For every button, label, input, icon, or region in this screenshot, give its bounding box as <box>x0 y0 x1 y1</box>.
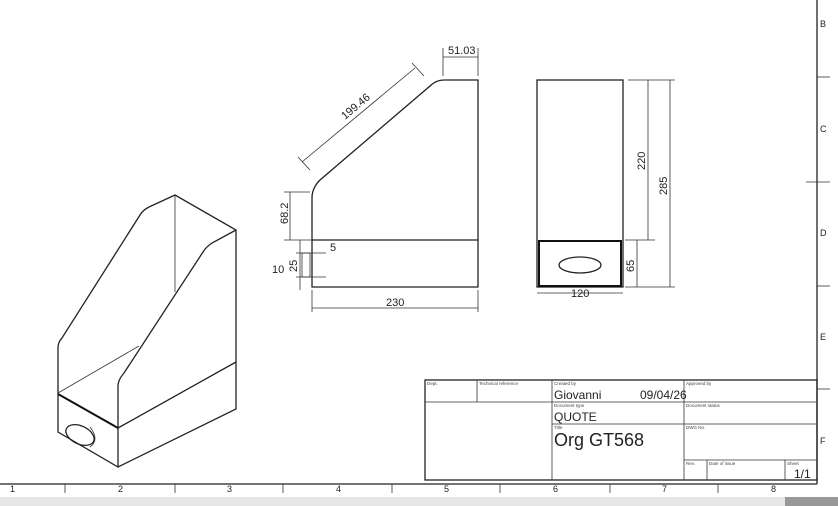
created-by-label: Created by <box>554 381 577 386</box>
sheet-number: 1/1 <box>794 467 811 481</box>
dim-drawer-height: 65 <box>625 260 637 272</box>
column-label: 2 <box>118 484 123 494</box>
column-label: 1 <box>10 484 15 494</box>
dim-offset: 5 <box>330 242 336 254</box>
row-label: B <box>820 19 826 29</box>
created-by: Giovanni <box>554 388 601 402</box>
approved-by-label: Approved by <box>686 381 712 386</box>
row-label: F <box>820 436 826 446</box>
dwg-no-label: DWG No. <box>686 425 705 430</box>
sheet-label: Sheet <box>787 461 800 466</box>
dim-length: 230 <box>386 297 404 309</box>
column-label: 8 <box>771 484 776 494</box>
dept-label: Dept. <box>427 381 438 386</box>
date: 09/04/26 <box>640 388 687 402</box>
dim-slot-offset: 10 <box>272 264 284 276</box>
drawer-handle <box>558 256 602 274</box>
bottom-strip <box>0 497 838 506</box>
doc-type-label: Document type <box>554 403 585 408</box>
scrollbar-thumb[interactable] <box>785 497 838 506</box>
tech-ref-label: Technical reference <box>479 381 519 386</box>
doc-status-label: Document status <box>686 403 721 408</box>
title-block: Dept. Technical reference Created by Gio… <box>424 379 818 481</box>
dim-total-height: 285 <box>658 177 670 195</box>
column-label: 7 <box>662 484 667 494</box>
side-view: 51.03 199.46 68.2 5 25 10 230 <box>272 45 479 312</box>
column-label: 5 <box>444 484 449 494</box>
column-label: 6 <box>553 484 558 494</box>
title-label: Title <box>554 425 563 430</box>
row-label: C <box>820 124 827 134</box>
isometric-view <box>57 194 237 468</box>
doc-type: QUOTE <box>554 410 597 424</box>
date-of-issue-label: Date of issue <box>709 461 736 466</box>
drawing-title: Org GT568 <box>554 430 644 450</box>
dim-top-width: 51.03 <box>448 45 476 57</box>
dim-width: 120 <box>571 288 589 300</box>
front-view: 220 285 65 120 <box>536 79 675 300</box>
drawing-frame: 1 2 3 4 5 6 7 8 B C D E F <box>0 0 830 494</box>
row-label: E <box>820 332 826 342</box>
column-label: 3 <box>227 484 232 494</box>
column-label: 4 <box>336 484 341 494</box>
drawer-knob <box>65 424 95 446</box>
row-label: D <box>820 228 827 238</box>
dim-height-front: 68.2 <box>279 203 291 224</box>
dim-upper-height: 220 <box>636 152 648 170</box>
rev-label: Rev. <box>686 461 695 466</box>
dim-slot-height: 25 <box>288 260 300 272</box>
